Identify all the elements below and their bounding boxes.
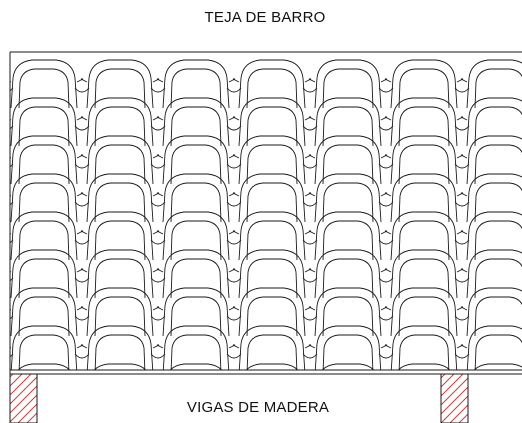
clay-tile xyxy=(86,135,166,185)
wooden-beam-right xyxy=(440,373,469,423)
clay-tile xyxy=(162,325,242,370)
clay-tile xyxy=(466,211,522,261)
clay-tile xyxy=(466,249,522,299)
clay-tile-field xyxy=(10,59,522,370)
clay-tile xyxy=(245,363,299,370)
roof-outline xyxy=(9,51,522,374)
clay-tile xyxy=(390,173,470,223)
clay-tile xyxy=(17,363,71,370)
clay-tile xyxy=(10,325,90,370)
clay-tile xyxy=(10,173,90,223)
clay-tile xyxy=(86,287,166,337)
clay-tile xyxy=(466,97,522,147)
clay-tile xyxy=(86,97,166,147)
clay-tile xyxy=(314,325,394,370)
clay-tile xyxy=(466,173,522,223)
clay-tile xyxy=(86,59,166,109)
clay-tile xyxy=(466,135,522,185)
clay-tile xyxy=(321,363,375,370)
clay-tile xyxy=(473,363,522,370)
clay-tile xyxy=(466,325,522,370)
clay-tile xyxy=(238,211,318,261)
lintel-beam xyxy=(10,369,522,375)
clay-tile xyxy=(162,287,242,337)
clay-tile xyxy=(238,287,318,337)
clay-tile xyxy=(93,363,147,370)
clay-tile xyxy=(314,135,394,185)
wooden-beam-left xyxy=(9,373,38,423)
clay-tile xyxy=(314,249,394,299)
clay-tile xyxy=(397,363,451,370)
clay-tile xyxy=(466,287,522,337)
clay-tile xyxy=(390,287,470,337)
clay-tile xyxy=(86,325,166,370)
clay-tile xyxy=(314,173,394,223)
clay-tile xyxy=(10,287,90,337)
clay-tile xyxy=(169,363,223,370)
clay-tile xyxy=(466,59,522,109)
clay-tile xyxy=(314,97,394,147)
roof-tile-title: TEJA DE BARRO xyxy=(204,9,326,26)
wooden-beams-label: VIGAS DE MADERA xyxy=(186,399,330,416)
clay-tile xyxy=(10,97,90,147)
